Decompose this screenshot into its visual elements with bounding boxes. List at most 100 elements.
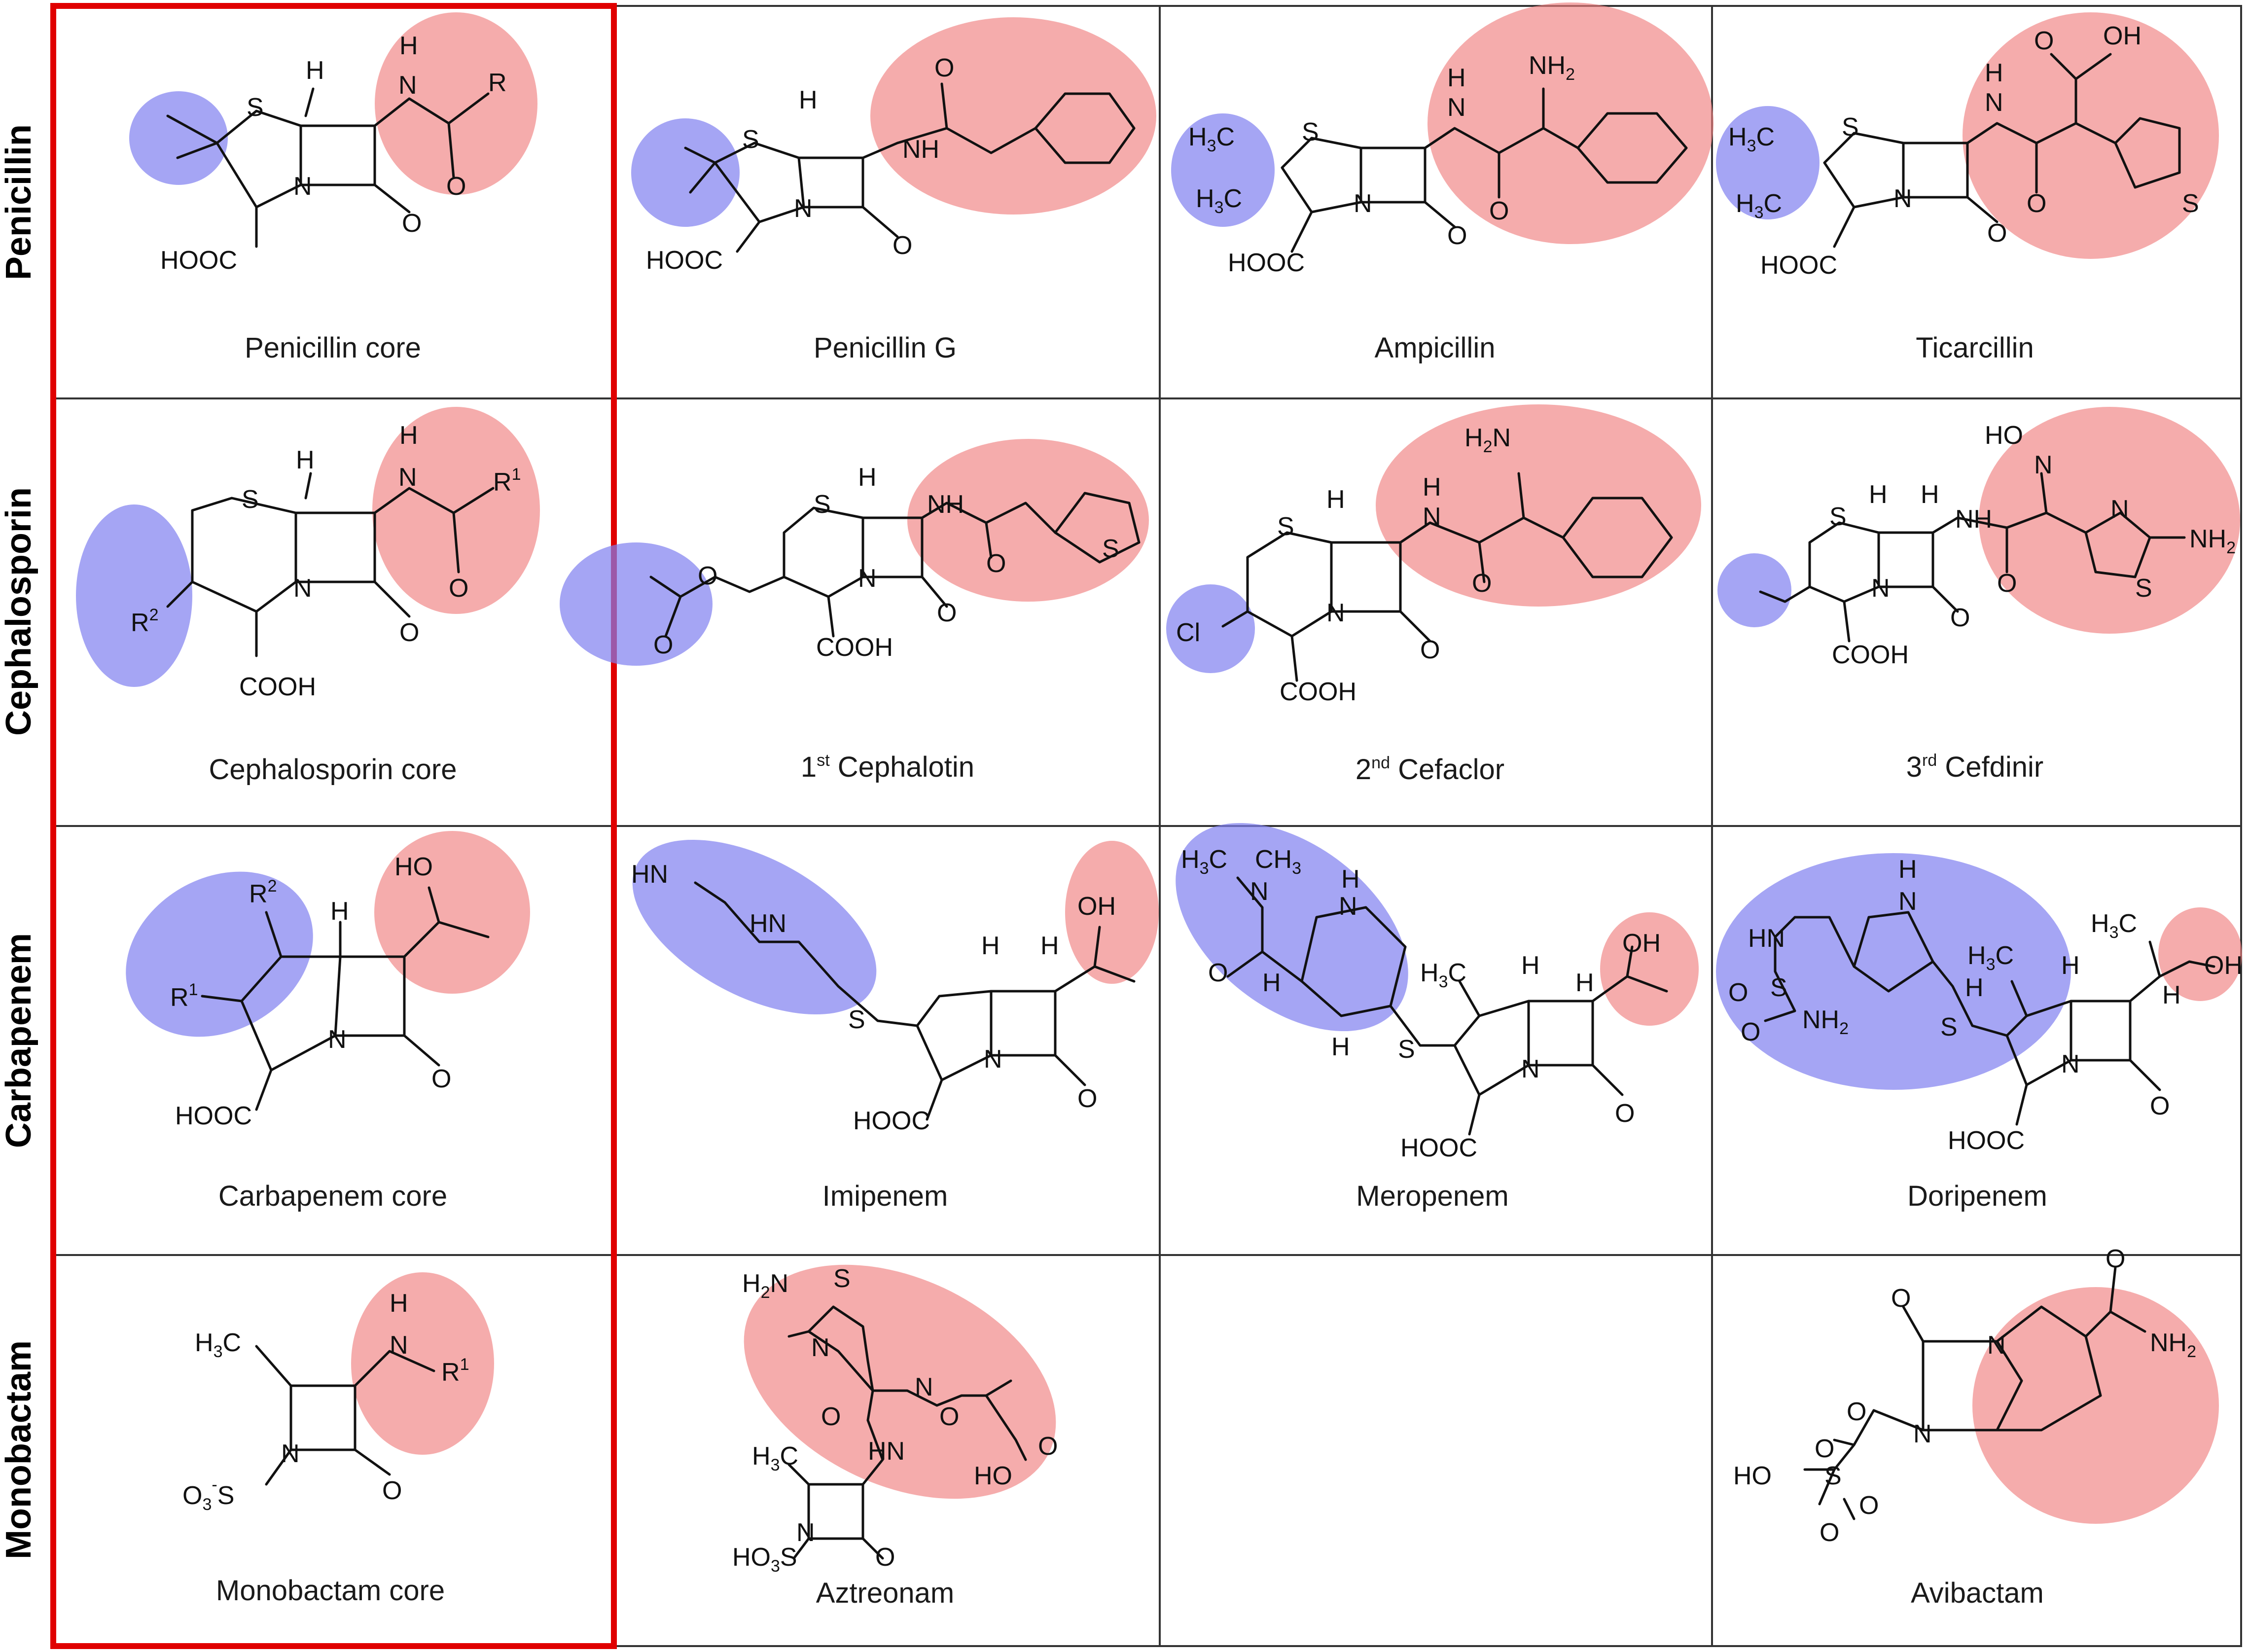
atom-H: H [399,421,418,450]
atom-H: H [1575,969,1594,997]
atom-N: N [858,564,877,593]
atom-N: N [1250,877,1269,906]
atom-NH: NH [1955,505,1992,534]
empty-cell [1162,1257,1710,1644]
atom-HOOC: HOOC [175,1102,252,1130]
atom-N: N [2110,495,2129,524]
atom-S: S [833,1264,851,1293]
atom-O: O [399,618,419,647]
atom-HO: HO [1985,421,2023,450]
atom-OH: OH [1077,892,1116,921]
atom-N: N [1987,1331,2006,1360]
atom-H: H [390,1289,408,1318]
atom-H: H [399,32,418,60]
atom-OH: OH [2204,951,2243,980]
avibactam-structure: O N O NH2 N O S HO O O O [1733,1245,2219,1547]
atom-HOOC: HOOC [1228,249,1305,277]
caption-imipenem: Imipenem [822,1180,948,1212]
atom-HO: HO [1733,1462,1772,1490]
caption-ticarcillin: Ticarcillin [1916,332,2034,364]
atom-N: N [390,1331,408,1360]
atom-O: O [892,231,912,260]
atom-H: H [1521,951,1540,980]
atom-H: H [1331,1033,1350,1061]
variable-region-red [870,17,1156,215]
atom-R2: R2 [249,877,277,908]
atom-COOH: COOH [816,633,893,662]
atom-OH: OH [2103,22,2142,50]
atom-N: N [2034,451,2053,479]
atom-O: O [1615,1099,1635,1128]
atom-O: O [449,574,468,603]
atom-O: O [937,599,957,627]
atom-H: H [2162,981,2181,1009]
caption-cefaclor: 2nd Cefaclor [1356,754,1504,786]
atom-R: R [488,69,507,97]
atom-HOOC: HOOC [1760,251,1837,280]
atom-NH2: NH2 [1529,51,1575,84]
cefdinir-structure: S H H N O NH O HO N N S NH2 COOH [1717,407,2240,669]
atom-S: S [1398,1035,1415,1064]
atom-H3C: H3C [1736,189,1782,222]
row-label-cephalosporin: Cephalosporin [0,487,38,736]
variable-region-red [351,1272,494,1455]
atom-H: H [1341,865,1360,894]
atom-O3S: O3-S [182,1475,234,1514]
atom-H3C: H3C [2091,909,2137,942]
atom-O: O [1420,636,1440,664]
atom-H3C: H3C [1967,941,2014,974]
variable-region-red [1376,404,1701,607]
atom-H: H [1262,969,1281,997]
atom-HN: HN [750,909,786,938]
atom-H: H [1898,855,1917,884]
atom-O: O [2027,189,2046,218]
atom-O: O [875,1543,895,1572]
atom-NH: NH [927,490,964,519]
atom-N: N [398,71,417,100]
atom-N: N [293,574,312,603]
variable-region-blue [1171,113,1275,227]
atom-NH: NH [902,135,939,164]
atom-O: O [382,1476,402,1505]
atom-H3C: H3C [1728,123,1775,155]
atom-N: N [915,1373,933,1401]
atom-H: H [1423,473,1441,502]
atom-H: H [1921,480,1939,509]
row-label-monobactam: Monobactam [0,1340,38,1559]
caption-doripenem: Doripenem [1907,1180,2047,1212]
atom-O: O [446,172,466,201]
atom-N: N [1423,503,1441,531]
atom-NH2: NH2 [2150,1329,2196,1361]
caption-cephalotin: 1st Cephalotin [801,751,974,783]
atom-HN: HN [1748,924,1785,953]
atom-H2N: H2N [1464,424,1511,456]
atom-H3C: H3C [1188,123,1235,155]
atom-HN: HN [868,1437,905,1466]
atom-O: O [939,1402,959,1431]
variable-region-blue [631,118,740,227]
atom-H2N: H2N [742,1269,788,1302]
atom-O: O [1489,197,1509,225]
atom-HOOC: HOOC [1400,1134,1477,1162]
atom-H3C: H3C [1196,184,1242,217]
atom-O: O [1950,604,1970,632]
atom-S: S [814,490,831,519]
atom-S: S [2182,189,2199,218]
atom-O: O [1472,569,1492,598]
atom-H: H [1040,932,1059,960]
atom-COOH: COOH [1832,641,1909,669]
atom-O: O [2106,1245,2125,1273]
atom-O: O [1847,1398,1866,1426]
atom-O: O [653,631,673,659]
aztreonam-structure: H2N S N N O O HN O HO H3C N O HO3S [732,1264,1058,1576]
atom-O: O [986,549,1006,578]
atom-H: H [1965,973,1984,1002]
atom-R2: R2 [131,606,158,637]
core-structures-frame [50,3,617,1649]
atom-H: H [981,932,1000,960]
atom-O: O [2034,27,2054,55]
atom-N: N [1871,574,1890,603]
variable-region-red [744,1264,1056,1499]
atom-O: O [1077,1084,1097,1113]
